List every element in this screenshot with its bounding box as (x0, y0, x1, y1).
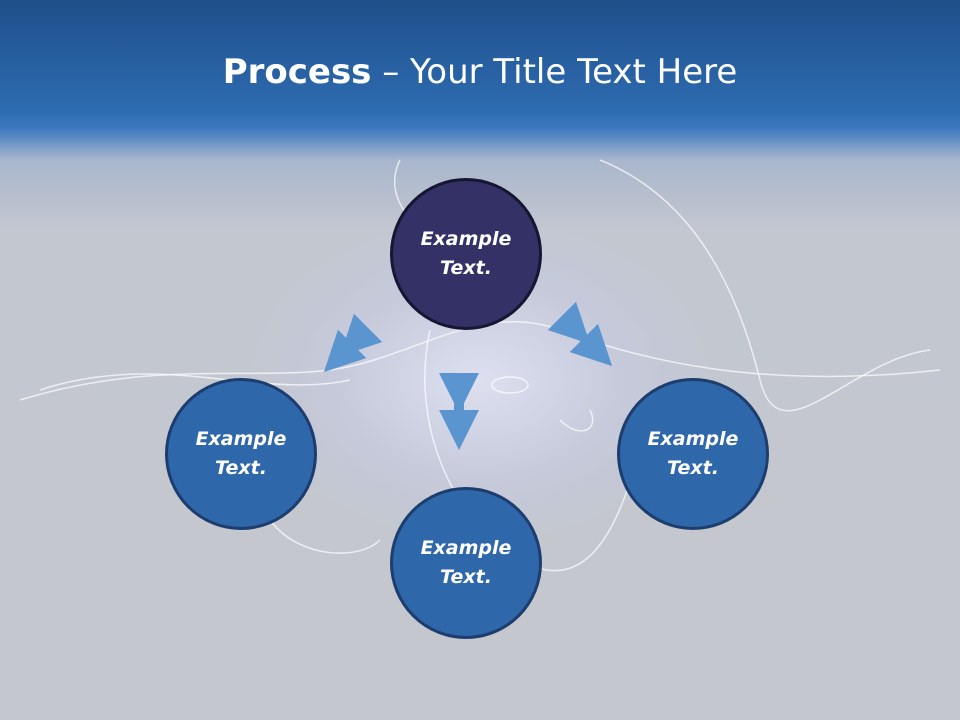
node-text-line1: Example (420, 228, 512, 250)
node-text-line2: Text. (440, 257, 492, 279)
slide-title: Process – Your Title Text Here (0, 52, 960, 92)
double-arrow-right (547, 301, 613, 367)
node-text-line1: Example (420, 537, 512, 559)
title-bold: Process (222, 52, 372, 92)
title-rest: – Your Title Text Here (371, 52, 738, 92)
node-text-line2: Text. (440, 566, 492, 588)
node-text-line1: Example (647, 428, 739, 450)
node-text-line2: Text. (667, 457, 719, 479)
node-text-line1: Example (195, 428, 287, 450)
node-text-line2: Text. (215, 457, 267, 479)
double-arrow-left (323, 313, 383, 373)
